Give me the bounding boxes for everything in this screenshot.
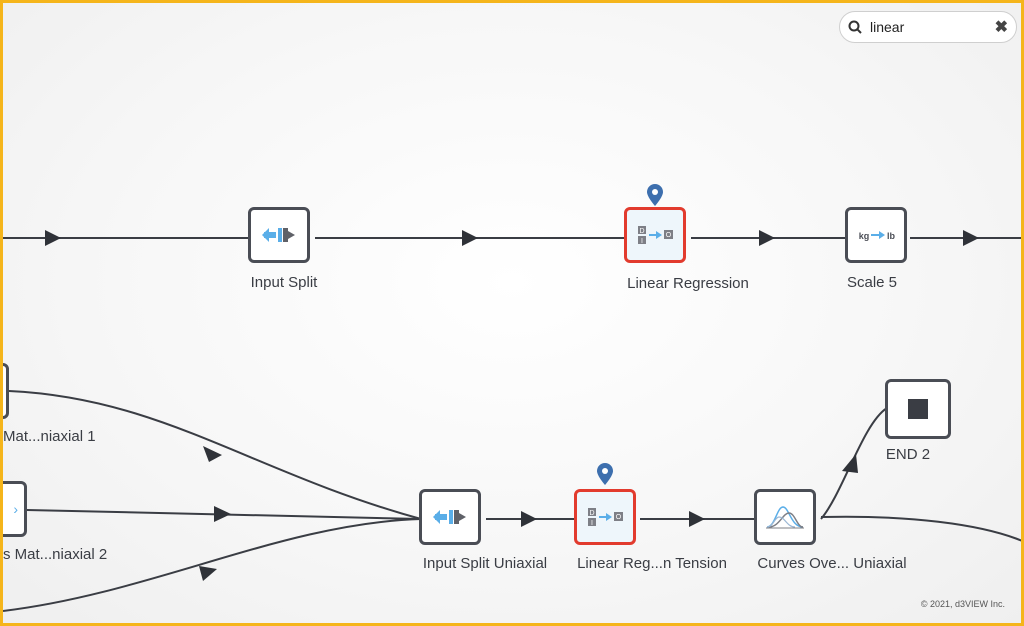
node-label-linear-regression: Linear Regression xyxy=(627,275,749,292)
regression-icon: D I O xyxy=(638,226,673,245)
edge-arrow xyxy=(759,230,775,246)
node-label-mat-uniaxial-2: s Mat...niaxial 2 xyxy=(3,546,108,563)
edge-arrow xyxy=(842,454,858,473)
node-label-mat-uniaxial-1: Mat...niaxial 1 xyxy=(3,428,96,445)
node-label-end-2: END 2 xyxy=(885,446,931,463)
clear-search-icon[interactable]: ✖ xyxy=(994,19,1008,36)
node-label-linear-reg-tension: Linear Reg...n Tension xyxy=(577,555,727,572)
svg-text:D: D xyxy=(589,510,594,517)
node-mat-uniaxial-1[interactable] xyxy=(3,363,9,419)
node-scale-5[interactable]: kg lb xyxy=(845,207,907,263)
edge-arrow xyxy=(45,230,61,246)
node-linear-regression[interactable]: D I O xyxy=(624,207,686,263)
location-pin-icon xyxy=(647,184,663,206)
regression-icon: D I O xyxy=(588,508,623,527)
search-box: ✖ xyxy=(839,11,1017,43)
edge-arrow xyxy=(689,511,705,527)
chevron-icon: › xyxy=(13,501,18,517)
node-mat-uniaxial-2[interactable]: › xyxy=(3,481,27,537)
node-label-input-split: Input Split xyxy=(250,274,318,291)
lb-text: lb xyxy=(887,231,896,241)
svg-text:O: O xyxy=(616,514,622,521)
svg-text:I: I xyxy=(641,238,643,245)
search-input[interactable] xyxy=(868,18,992,36)
svg-text:I: I xyxy=(591,520,593,527)
edge-arrow xyxy=(963,230,979,246)
edge-arrow xyxy=(462,230,478,246)
svg-text:D: D xyxy=(639,228,644,235)
edge-arrow xyxy=(214,506,231,522)
edge xyxy=(3,518,422,612)
node-curves-overlay[interactable] xyxy=(754,489,816,545)
input-split-icon xyxy=(433,510,466,524)
stop-icon xyxy=(908,399,928,419)
node-end-2[interactable] xyxy=(885,379,951,439)
search-icon xyxy=(848,20,862,34)
input-split-icon xyxy=(262,228,295,242)
edge-arrow xyxy=(199,566,217,581)
copyright-text: © 2021, d3VIEW Inc. xyxy=(920,599,1005,609)
node-label-scale-5: Scale 5 xyxy=(846,274,898,291)
curves-icon xyxy=(766,506,804,529)
svg-text:O: O xyxy=(666,232,672,239)
node-label-curves-overlay: Curves Ove... Uniaxial xyxy=(757,555,907,572)
edge-arrow xyxy=(203,446,222,462)
kg-to-lb-icon: kg lb xyxy=(859,231,896,241)
edge xyxy=(820,515,1021,542)
node-linear-reg-tension[interactable]: D I O xyxy=(574,489,636,545)
location-pin-icon xyxy=(597,463,613,485)
kg-text: kg xyxy=(859,231,870,241)
node-label-input-split-uniaxial: Input Split Uniaxial xyxy=(422,555,548,572)
node-input-split[interactable] xyxy=(248,207,310,263)
edge xyxy=(8,390,422,520)
node-input-split-uniaxial[interactable] xyxy=(419,489,481,545)
edge-arrow xyxy=(521,511,537,527)
edges-layer xyxy=(3,230,1021,612)
